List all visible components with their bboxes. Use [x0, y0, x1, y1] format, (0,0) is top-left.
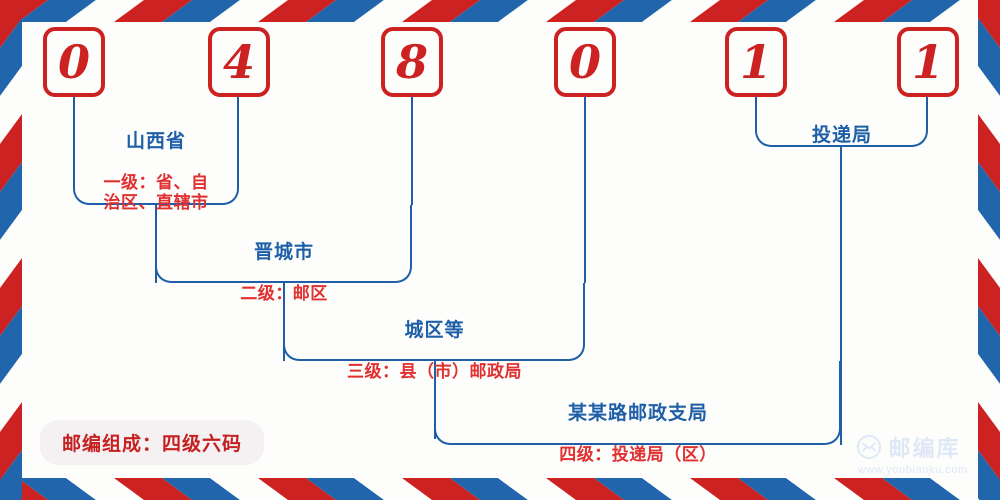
watermark-name: 邮编库	[888, 436, 961, 462]
composition-badge: 邮编组成：四级六码	[40, 420, 265, 465]
digit-box-2[interactable]: 4	[208, 27, 270, 97]
label-level-4-title: 某某路邮政支局	[567, 401, 708, 424]
airmail-border-top	[0, 0, 1000, 22]
digit-glyph-6: 1	[911, 35, 944, 89]
label-delivery: 投递局	[756, 105, 928, 165]
label-level-2: 晋城市 二级：邮区	[156, 222, 412, 323]
airmail-border-left	[0, 0, 22, 500]
label-level-1: 山西省 一级：省、自 治区、直辖市	[74, 111, 238, 232]
digit-glyph-3: 8	[395, 35, 428, 89]
label-level-2-title: 晋城市	[253, 240, 314, 263]
label-level-1-title: 山西省	[125, 129, 186, 152]
bracket-level-3	[283, 283, 585, 361]
airmail-border-right	[978, 0, 1000, 500]
label-level-2-desc: 二级：邮区	[240, 284, 328, 305]
envelope-circle-icon	[856, 435, 881, 459]
bracket-level-2	[155, 205, 412, 283]
digit-box-1[interactable]: 0	[43, 27, 105, 97]
digit-glyph-1: 0	[57, 35, 90, 89]
digit-glyph-4: 0	[568, 35, 601, 89]
bracket-level-1	[73, 97, 239, 205]
label-level-3-title: 城区等	[404, 318, 465, 341]
stem-digit-3	[411, 97, 413, 205]
bracket-delivery	[755, 97, 928, 147]
label-delivery-title: 投递局	[811, 123, 872, 146]
watermark: 邮编库 www.youbianku.com	[856, 431, 968, 476]
digit-glyph-2: 4	[222, 35, 255, 89]
label-level-3-desc: 三级：县（市）邮政局	[347, 362, 522, 383]
watermark-url: www.youbianku.com	[857, 464, 968, 476]
digit-box-5[interactable]: 1	[725, 27, 787, 97]
digit-glyph-5: 1	[739, 35, 772, 89]
stem-delivery	[840, 147, 842, 445]
digit-box-4[interactable]: 0	[554, 27, 616, 97]
digit-box-3[interactable]: 8	[381, 27, 443, 97]
label-level-3: 城区等 三级：县（市）邮政局	[284, 300, 585, 401]
label-level-4: 某某路邮政支局 四级：投递局（区）	[435, 383, 841, 484]
stem-digit-4	[584, 97, 586, 283]
bracket-level-4	[434, 361, 841, 445]
digit-box-6[interactable]: 1	[897, 27, 959, 97]
label-level-1-desc: 一级：省、自 治区、直辖市	[103, 173, 209, 214]
label-level-4-desc: 四级：投递局（区）	[559, 445, 717, 466]
